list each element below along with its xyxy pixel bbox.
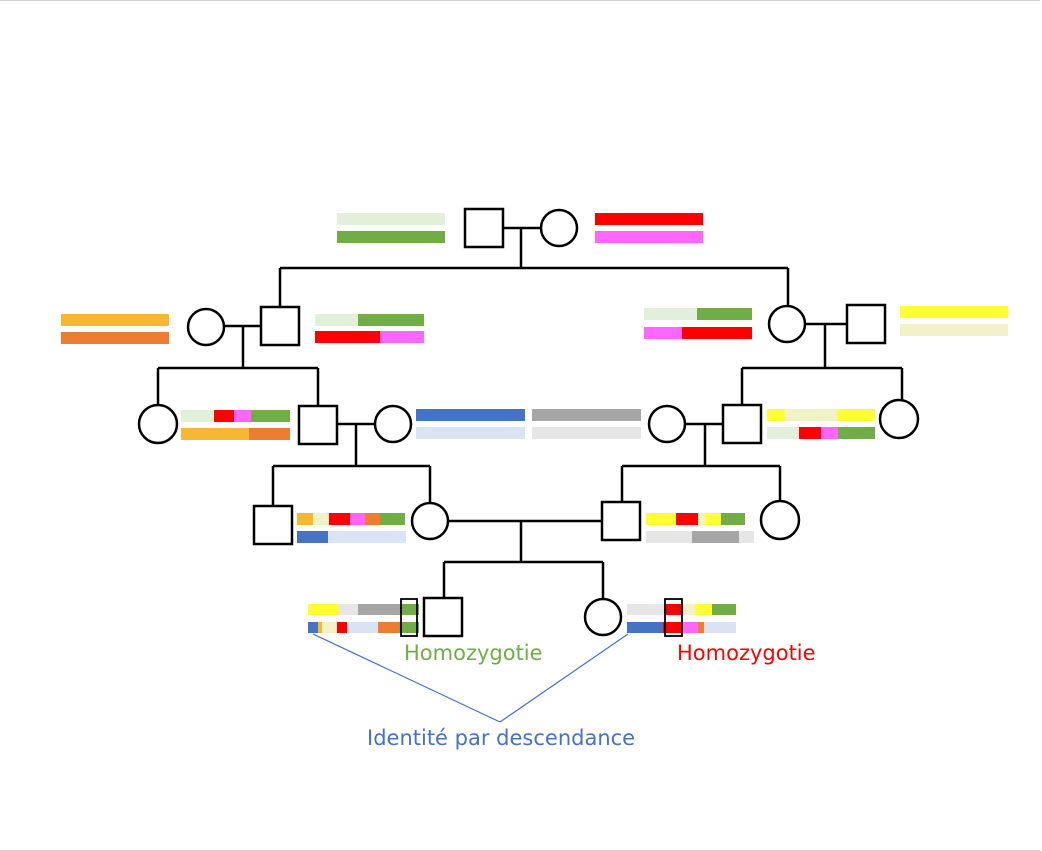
male-symbol [845, 303, 887, 345]
chromosome-segment [416, 427, 525, 439]
chromosome-segment [785, 409, 837, 421]
proband-female-symbol [583, 597, 623, 637]
chromosome-segment [627, 622, 663, 633]
chromosome-segment [328, 531, 406, 543]
chromosome-segment [712, 604, 736, 615]
chromosome-segment [378, 622, 399, 633]
chromosome-segment [181, 428, 249, 440]
chromosome-segment [838, 427, 875, 439]
female-symbol [759, 499, 801, 541]
chromosome-segment [663, 622, 683, 633]
female-symbol [137, 403, 179, 445]
chromosome-segment [595, 231, 703, 243]
male-symbol [297, 404, 339, 446]
chromosome-segment [234, 410, 251, 422]
proband-male-symbol [422, 596, 464, 638]
chromosome-segment [767, 409, 785, 421]
chromosome-segment [337, 622, 347, 633]
ibd-connector-left [312, 633, 501, 723]
chromosome-segment [595, 213, 703, 225]
female-symbol [647, 404, 687, 444]
chromosome-segment [665, 604, 683, 615]
chromosome-segment [644, 308, 697, 320]
female-symbol [373, 404, 413, 444]
chromosome-segment [705, 513, 721, 525]
chromosome-segment [683, 604, 695, 615]
identity-by-descent-label: Identité par descendance [367, 726, 636, 750]
chromosome-segment [704, 622, 736, 633]
chromosome-segment [318, 622, 322, 633]
chromosome-segment [532, 427, 641, 439]
chromosome-segment [627, 604, 665, 615]
chromosome-segment [676, 513, 698, 525]
chromosome-segment [308, 604, 339, 615]
chromosome-segment [646, 531, 692, 543]
chromosome-segment [698, 513, 705, 525]
male-symbol [721, 403, 763, 445]
chromosome-segment [821, 427, 838, 439]
chromosome-segment [900, 324, 1008, 336]
chromosome-segment [322, 622, 337, 633]
homozygosity-box-red [664, 598, 683, 637]
chromosome-segment [697, 308, 752, 320]
chromosome-segment [739, 531, 754, 543]
chromosome-segment [308, 622, 318, 633]
chromosome-segment [251, 410, 290, 422]
grandfather-male-symbol [463, 207, 505, 249]
chromosome-segment [339, 604, 358, 615]
chromosome-segment [380, 513, 405, 525]
male-symbol [600, 500, 642, 542]
ibd-connector-right [499, 633, 629, 723]
chromosome-segment [350, 513, 365, 525]
chromosome-segment [337, 213, 445, 225]
chromosome-segment [900, 306, 1008, 318]
chromosome-segment [347, 622, 378, 633]
chromosome-segment [646, 513, 676, 525]
chromosome-segment [698, 622, 704, 633]
female-symbol [410, 501, 450, 541]
male-symbol [259, 305, 301, 347]
chromosome-segment [682, 327, 752, 339]
chromosome-segment [297, 513, 313, 525]
chromosome-segment [683, 622, 698, 633]
homozygotie-red-label: Homozygotie [677, 641, 816, 665]
female-symbol [186, 307, 226, 347]
chromosome-segment [249, 428, 290, 440]
chromosome-segment [402, 604, 419, 615]
homozygosity-box-green [400, 598, 418, 637]
chromosome-segment [695, 604, 712, 615]
chromosome-segment [315, 331, 380, 343]
chromosome-segment [837, 409, 875, 421]
male-symbol [252, 504, 294, 546]
female-symbol [878, 398, 920, 440]
chromosome-segment [61, 314, 169, 326]
chromosome-segment [358, 314, 424, 326]
chromosome-segment [532, 409, 641, 421]
chromosome-segment [61, 332, 169, 344]
chromosome-segment [799, 427, 821, 439]
chromosome-segment [365, 513, 380, 525]
chromosome-segment [416, 409, 525, 421]
chromosome-segment [337, 231, 445, 243]
grandmother-female-symbol [539, 208, 579, 248]
chromosome-segment [358, 604, 402, 615]
chromosome-segment [214, 410, 234, 422]
chromosome-segment [692, 531, 739, 543]
homozygotie-green-label: Homozygotie [404, 641, 543, 665]
chromosome-segment [644, 327, 682, 339]
chromosome-segment [329, 513, 350, 525]
chromosome-segment [297, 531, 328, 543]
chromosome-segment [380, 331, 424, 343]
chromosome-segment [399, 622, 419, 633]
chromosome-segment [721, 513, 745, 525]
female-symbol [767, 304, 807, 344]
chromosome-segment [313, 513, 329, 525]
chromosome-segment [181, 410, 214, 422]
chromosome-segment [767, 427, 799, 439]
chromosome-segment [315, 314, 358, 326]
